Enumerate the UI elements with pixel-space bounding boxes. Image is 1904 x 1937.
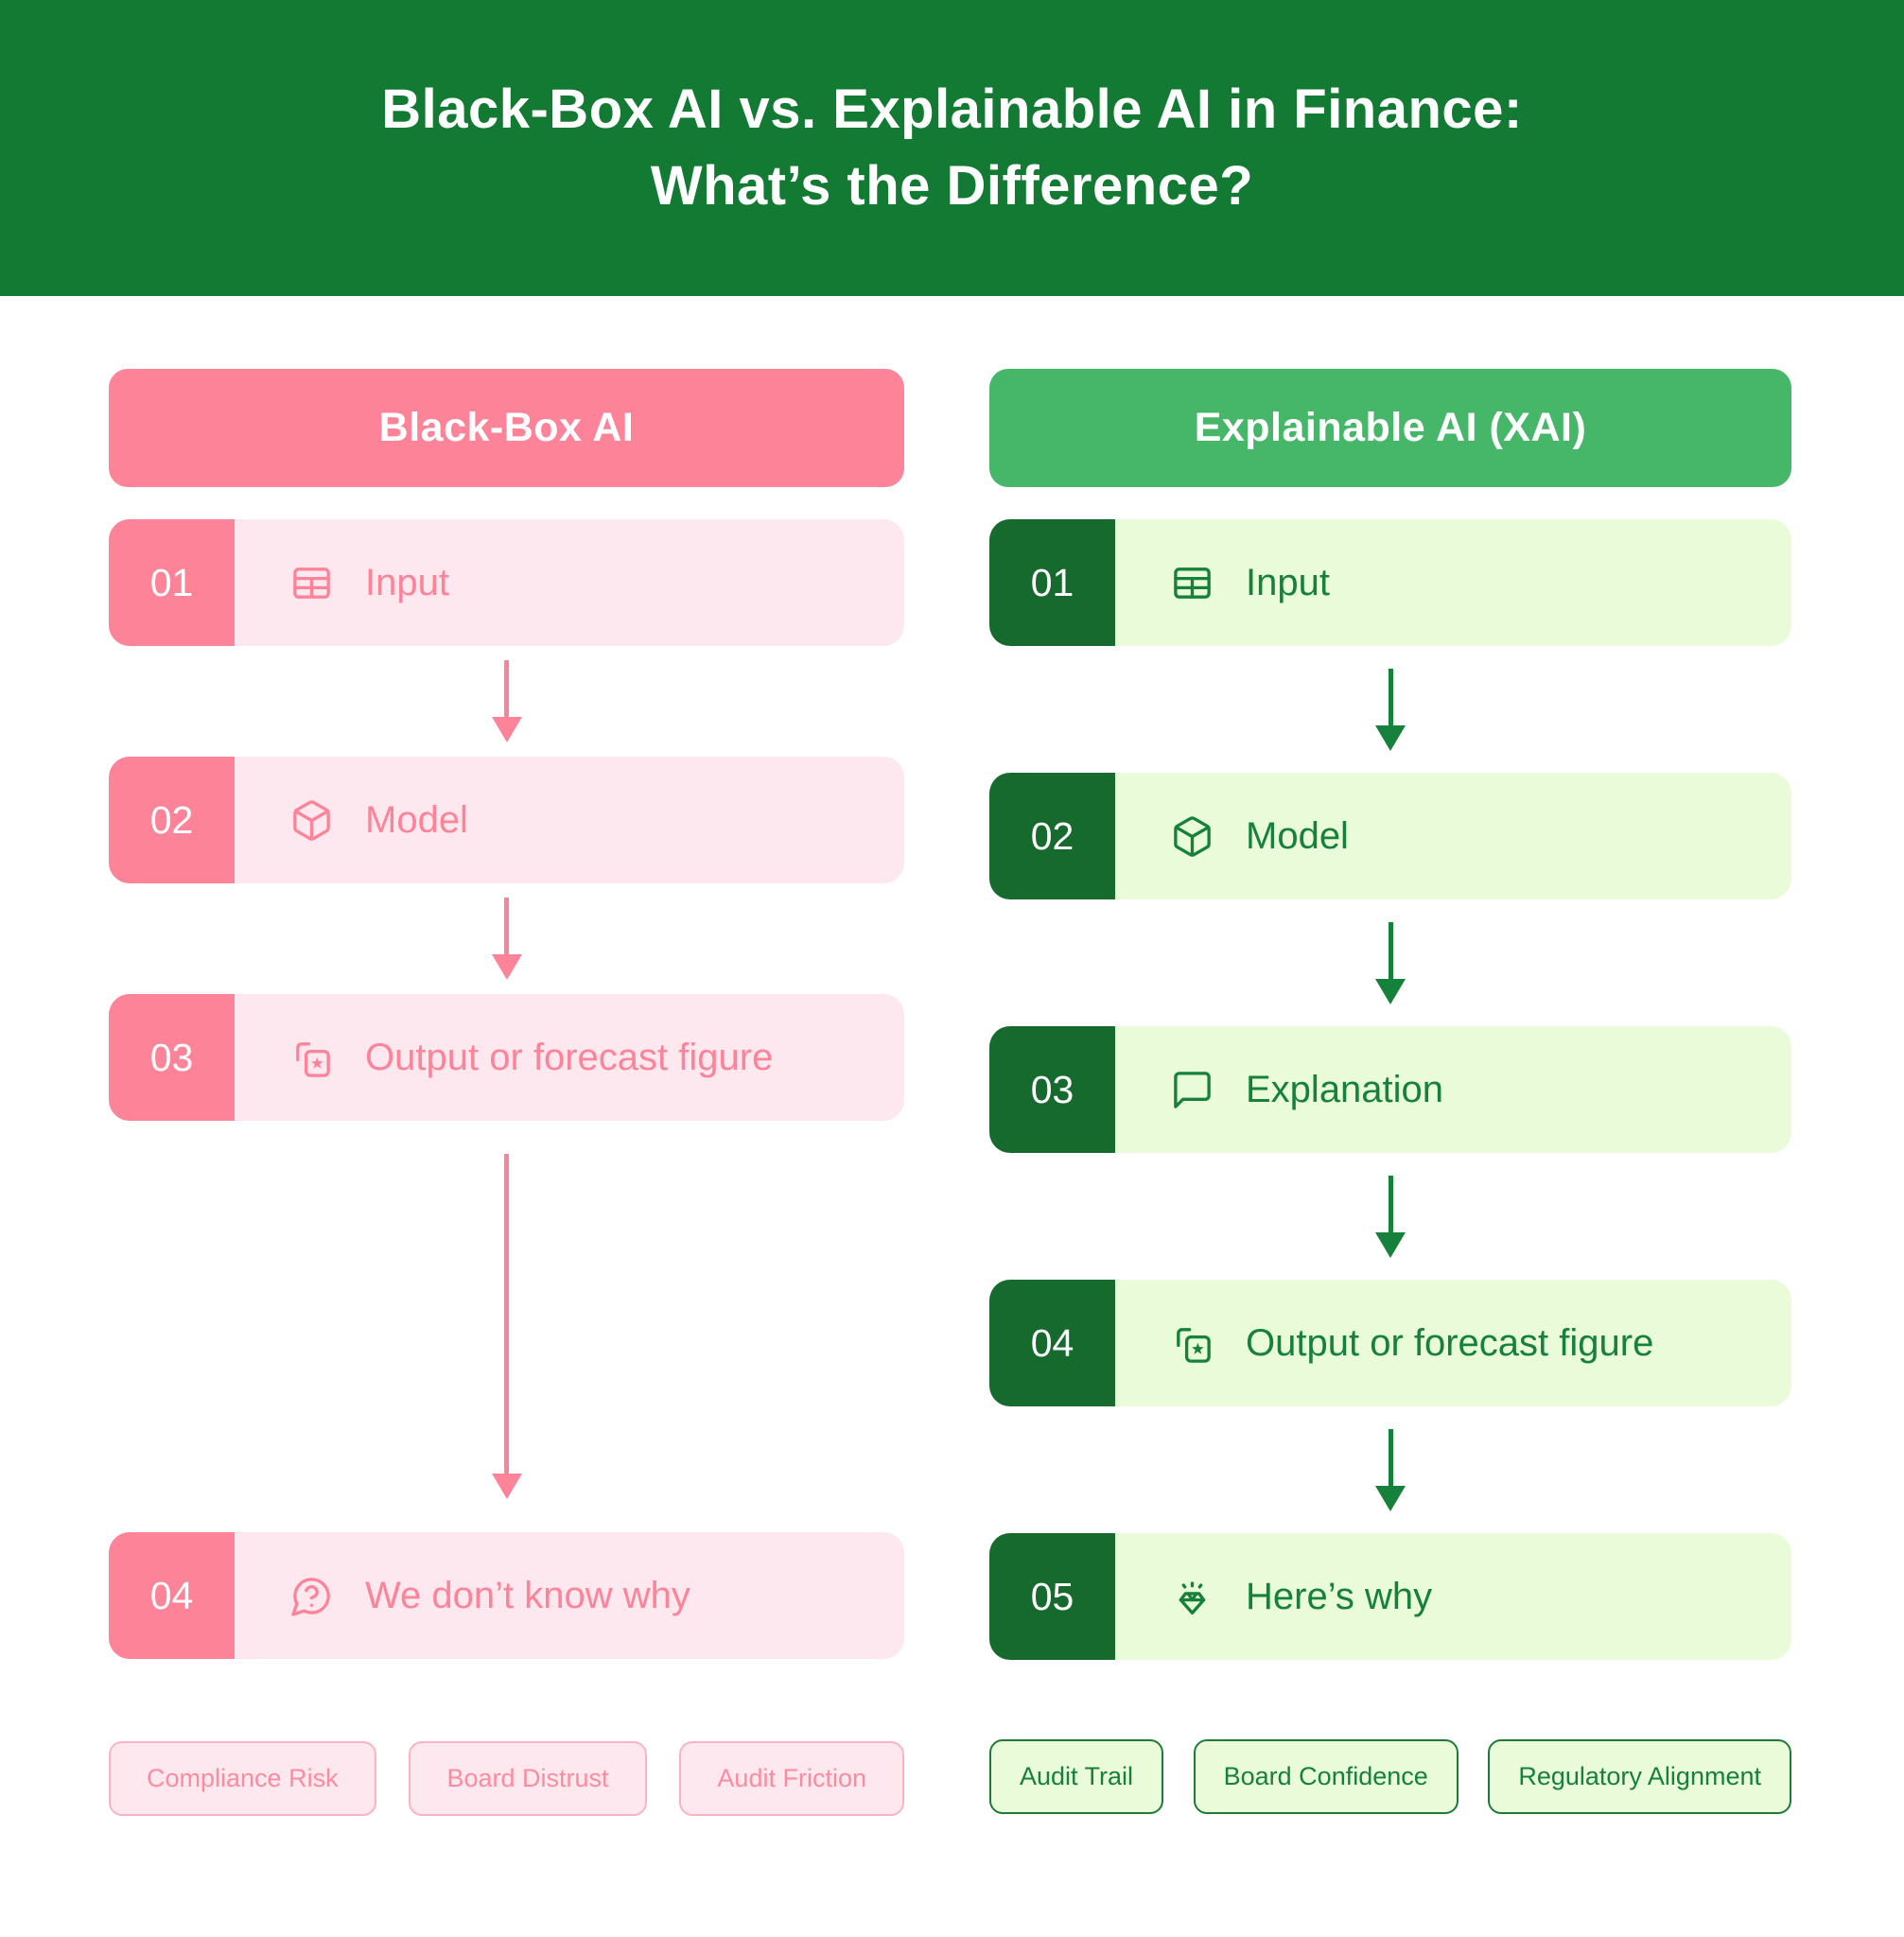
blackbox-step-3: 03 Output or forecast figure [109,994,904,1121]
page-title-line2: What’s the Difference? [650,154,1254,217]
xai-step-3: 03 Explanation [989,1026,1791,1153]
step-number-badge: 01 [989,519,1115,646]
xai-step-5: 05 Here’s why [989,1533,1791,1660]
step-number-badge: 03 [109,994,235,1121]
cube-icon [289,798,334,843]
xai-column: Explainable AI (XAI) 01 Input [989,369,1791,1816]
step-number-badge: 04 [109,1532,235,1659]
xai-column-header: Explainable AI (XAI) [989,369,1791,487]
tag-pill: Board Distrust [409,1741,647,1816]
question-bubble-icon [289,1574,334,1618]
step-number-badge: 02 [989,773,1115,899]
flow-arrow-down [1375,1175,1406,1258]
flow-arrow-down [1375,668,1406,751]
comparison-columns: Black-Box AI 01 Input [0,296,1904,1816]
step-label: Model [1246,814,1349,857]
blackbox-column: Black-Box AI 01 Input [109,369,904,1816]
blackbox-tags: Compliance Risk Board Distrust Audit Fri… [109,1741,904,1816]
step-label: Input [1246,561,1330,603]
step-number-badge: 03 [989,1026,1115,1153]
flow-arrow-down [1375,921,1406,1004]
step-label: We don’t know why [365,1574,690,1616]
tag-pill: Audit Friction [679,1741,904,1816]
step-label: Explanation [1246,1068,1444,1110]
copy-star-icon [1170,1321,1214,1366]
xai-step-4: 04 Output or forecast figure [989,1280,1791,1406]
step-label: Model [365,798,468,841]
page-title-line1: Black-Box AI vs. Explainable AI in Finan… [381,79,1523,141]
step-label: Output or forecast figure [1246,1321,1654,1364]
step-number-badge: 05 [989,1533,1115,1660]
tag-pill: Board Confidence [1193,1739,1459,1814]
tag-pill: Compliance Risk [109,1741,376,1816]
table-icon [1170,561,1214,605]
tag-pill: Audit Trail [989,1739,1164,1814]
cube-icon [1170,814,1214,859]
table-icon [289,561,334,605]
flow-arrow-down-long [491,1154,522,1499]
title-banner: Black-Box AI vs. Explainable AI in Finan… [0,0,1904,296]
flow-arrow-down [491,898,522,980]
step-label: Output or forecast figure [365,1036,774,1078]
copy-star-icon [289,1036,334,1080]
xai-step-1: 01 Input [989,519,1791,646]
step-label: Here’s why [1246,1575,1433,1617]
step-label: Input [365,561,449,603]
step-number-badge: 02 [109,757,235,883]
xai-step-2: 02 Model [989,773,1791,899]
xai-tags: Audit Trail Board Confidence Regulatory … [989,1739,1791,1814]
tag-pill: Regulatory Alignment [1488,1739,1791,1814]
blackbox-step-2: 02 Model [109,757,904,883]
gem-icon [1170,1575,1214,1619]
flow-arrow-down [1375,1428,1406,1511]
speech-bubble-icon [1170,1068,1214,1112]
blackbox-step-1: 01 Input [109,519,904,646]
blackbox-column-header: Black-Box AI [109,369,904,487]
blackbox-step-4: 04 We don’t know why [109,1532,904,1659]
step-number-badge: 01 [109,519,235,646]
step-number-badge: 04 [989,1280,1115,1406]
flow-arrow-down [491,660,522,742]
